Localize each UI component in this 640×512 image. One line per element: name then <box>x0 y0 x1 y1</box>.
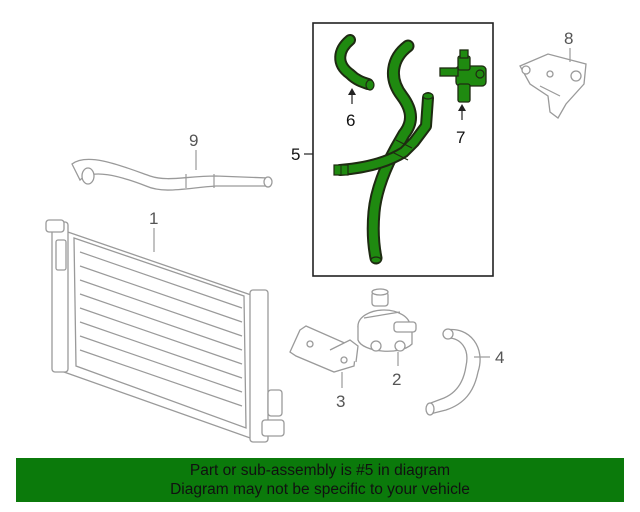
callout-2: 2 <box>392 370 401 389</box>
callout-5: 5 <box>291 145 300 164</box>
hose-assembly-part-5[interactable] <box>333 39 434 265</box>
callout-7: 7 <box>456 128 465 147</box>
callout-4: 4 <box>495 348 504 367</box>
banner-line-2: Diagram may not be specific to your vehi… <box>170 481 470 498</box>
callout-8: 8 <box>564 29 573 48</box>
callout-1: 1 <box>149 209 158 228</box>
callout-6: 6 <box>346 111 355 130</box>
callout-9: 9 <box>189 131 198 150</box>
water-pump-part-2[interactable] <box>357 288 417 352</box>
radiator-part[interactable] <box>45 219 285 443</box>
upper-hose-part-6[interactable] <box>334 34 375 91</box>
lower-hose-part-4[interactable] <box>425 328 481 416</box>
bracket-part-3[interactable] <box>289 325 359 373</box>
bracket-part-8[interactable] <box>519 53 587 119</box>
info-banner: Part or sub-assembly is #5 in diagram Di… <box>16 458 624 502</box>
banner-line-1: Part or sub-assembly is #5 in diagram <box>189 462 451 479</box>
parts-diagram: 1 9 5 6 <box>45 22 587 443</box>
callout-3: 3 <box>336 392 345 411</box>
radiator-hose-part[interactable] <box>71 158 273 191</box>
valve-part-7[interactable] <box>439 49 487 103</box>
